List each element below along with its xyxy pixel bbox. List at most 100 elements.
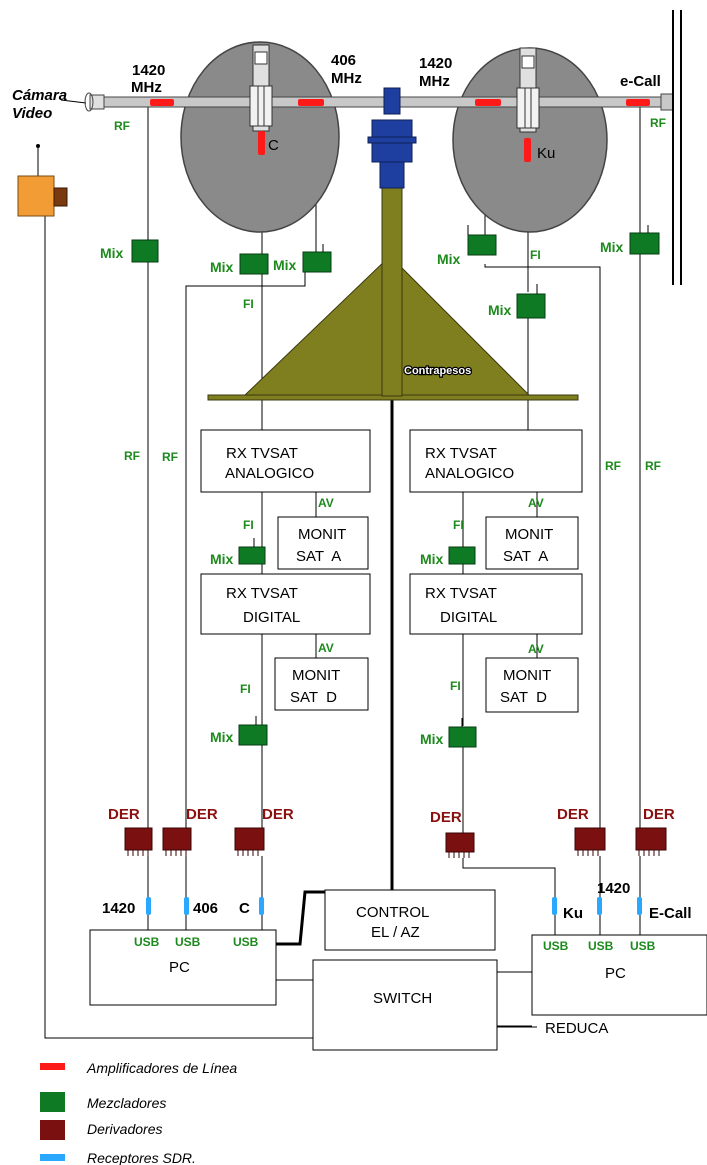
mixers — [131, 232, 660, 748]
ku-band-label: Ku — [537, 145, 555, 162]
der-label: DER — [430, 809, 462, 826]
sdr-label-406: 406 — [193, 900, 218, 917]
fi-label: FI — [243, 518, 254, 532]
ecall-label: e-Call — [620, 73, 661, 90]
legend: Amplificadores de Línea Mezcladores Deri… — [40, 1060, 237, 1165]
camera-antenna-tip — [36, 144, 40, 148]
control-label-1: CONTROL — [356, 904, 429, 921]
legend-swatch-sdr — [40, 1154, 65, 1161]
mix-label: Mix — [420, 551, 444, 567]
freq-1420-left-1: 1420 — [132, 62, 165, 79]
camera-label-2: Video — [12, 105, 52, 122]
rf-label: RF — [605, 459, 621, 473]
monit-sat-a-right — [485, 516, 579, 570]
usb-label: USB — [233, 935, 259, 949]
mix-label: Mix — [210, 551, 234, 567]
usb-label: USB — [543, 939, 569, 953]
mix-label: Mix — [100, 245, 124, 261]
rx-digital-right-line2: DIGITAL — [440, 609, 497, 626]
mix-label: Mix — [273, 257, 297, 273]
mixer — [131, 239, 159, 263]
splitter — [574, 827, 606, 851]
fi-label: FI — [530, 248, 541, 262]
mixer — [239, 253, 269, 275]
monit-sat-d-right — [485, 657, 579, 713]
mix-label: Mix — [488, 302, 512, 318]
rx-tvsat-digital-right — [409, 573, 583, 635]
pc-right-label: PC — [605, 965, 626, 982]
monit-sat-d-left — [274, 657, 369, 711]
monit-a-right-line2: SAT A — [503, 548, 548, 565]
monit-a-left-line1: MONIT — [298, 526, 346, 543]
monit-a-right-line1: MONIT — [505, 526, 553, 543]
control-label-2: EL / AZ — [371, 924, 420, 941]
control-cable — [276, 364, 394, 946]
line-amplifier — [626, 99, 650, 106]
rx-analog-right-line2: ANALOGICO — [425, 465, 514, 482]
legend-label-amplifier: Amplificadores de Línea — [86, 1060, 237, 1076]
usb-label: USB — [175, 935, 201, 949]
rx-digital-left-line2: DIGITAL — [243, 609, 300, 626]
splitter-pins — [127, 850, 660, 858]
control-el-az — [324, 889, 496, 951]
splitter — [162, 827, 192, 851]
sdr-receivers — [146, 897, 642, 915]
rx-tvsat-analog-right — [409, 429, 583, 493]
c-band-label: C — [268, 137, 279, 154]
splitter — [124, 827, 153, 851]
sdr-receiver — [146, 897, 151, 915]
sdr-label-ecall: E-Call — [649, 905, 692, 922]
der-label: DER — [186, 806, 218, 823]
mix-label: Mix — [437, 251, 461, 267]
legend-swatch-amplifier — [40, 1063, 65, 1070]
rx-digital-right-line1: RX TVSAT — [425, 585, 497, 602]
av-label: AV — [528, 496, 544, 510]
fi-label: FI — [240, 682, 251, 696]
der-label: DER — [262, 806, 294, 823]
monit-sat-a-left — [277, 516, 369, 570]
antenna-boom — [97, 96, 667, 108]
der-label: DER — [557, 806, 589, 823]
splitter — [635, 827, 667, 851]
av-label: AV — [318, 641, 334, 655]
monit-d-left-line1: MONIT — [292, 667, 340, 684]
line-amplifier — [475, 99, 501, 106]
fi-label: FI — [453, 518, 464, 532]
legend-label-splitter: Derivadores — [87, 1121, 162, 1137]
pc-left — [89, 929, 277, 1006]
rf-label: RF — [124, 449, 140, 463]
legend-swatch-mixer — [40, 1092, 65, 1112]
line-amplifier — [150, 99, 174, 106]
freq-406-2: MHz — [331, 70, 362, 87]
splitter — [234, 827, 265, 851]
monit-d-right-line2: SAT D — [500, 689, 547, 706]
usb-label: USB — [134, 935, 160, 949]
mixer — [629, 232, 660, 255]
boom-left-ring — [84, 92, 94, 112]
switch — [312, 959, 498, 1051]
ku-band-feed — [516, 47, 540, 133]
blocks — [89, 429, 707, 1051]
sdr-label-1420-left: 1420 — [102, 900, 135, 917]
mixer — [448, 546, 476, 565]
mixer — [516, 293, 546, 319]
fi-label: FI — [450, 679, 461, 693]
boom-right-cap — [660, 93, 674, 111]
c-band-feed — [249, 44, 273, 132]
legend-swatch-splitter — [40, 1120, 65, 1140]
line-amplifier — [298, 99, 324, 106]
video-camera-body — [17, 175, 55, 217]
mix-label: Mix — [600, 239, 624, 255]
video-camera-lens — [53, 187, 68, 207]
sdr-receiver — [637, 897, 642, 915]
sdr-label-ku: Ku — [563, 905, 583, 922]
sdr-receiver — [552, 897, 557, 915]
usb-label: USB — [588, 939, 614, 953]
mixer — [467, 234, 497, 256]
legend-label-mixer: Mezcladores — [87, 1095, 166, 1111]
mix-label: Mix — [210, 729, 234, 745]
mix-label: Mix — [420, 731, 444, 747]
splitter — [445, 832, 475, 853]
der-label: DER — [108, 806, 140, 823]
